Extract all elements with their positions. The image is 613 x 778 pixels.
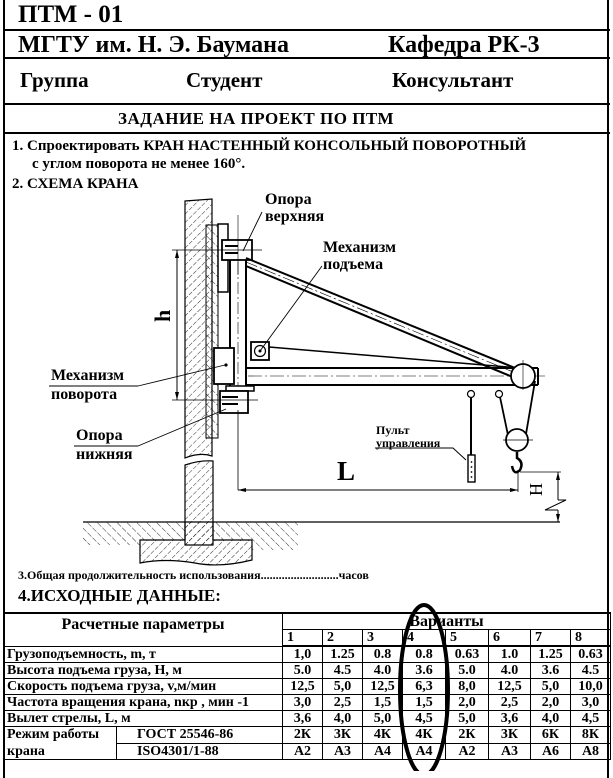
label-line: Опора: [265, 191, 312, 208]
mode-value: 3К: [322, 726, 363, 744]
department-name: Кафедра РК-3: [388, 32, 540, 58]
mode-value: 6К: [530, 726, 571, 744]
standard-name: ГОСТ 25546-86: [116, 726, 283, 744]
task-item-1: 1. Спроектировать КРАН НАСТЕННЫЙ КОНСОЛЬ…: [12, 138, 527, 154]
form-code: ПТМ - 01: [18, 1, 124, 28]
param-value: 2,5: [322, 694, 363, 711]
param-value: 4,5: [570, 710, 611, 727]
task-item-1-continued: с углом поворота не менее 160°.: [32, 156, 246, 172]
param-value: 4.0: [488, 662, 531, 679]
param-label: Скорость подъема груза, v,м/мин: [3, 678, 283, 695]
mode-value: 2К: [445, 726, 489, 744]
param-value: 12,5: [282, 678, 323, 695]
group-label: Группа: [20, 68, 89, 92]
mode-value: А4: [362, 742, 403, 760]
label-line: подъема: [323, 255, 384, 273]
mode-label: Режим работы крана: [3, 726, 117, 760]
param-value: 5,0: [362, 710, 403, 727]
param-value-highlighted: 3.6: [402, 662, 446, 679]
param-label: Высота подъема груза, H, м: [3, 662, 283, 679]
dimension-L-label: L: [337, 456, 356, 486]
param-value: 5,0: [445, 710, 489, 727]
label-line: Пульт: [376, 423, 410, 437]
control-pendant: [375, 389, 476, 483]
mode-value: А6: [530, 742, 571, 760]
label-line: управления: [376, 435, 441, 450]
param-value: 1.25: [322, 645, 363, 663]
jib-tie: [245, 257, 521, 379]
param-value: 10,0: [570, 678, 611, 695]
variant-number: 8: [570, 629, 611, 647]
crane-diagram: [49, 198, 567, 566]
label-lower-support: Опора нижняя: [76, 427, 133, 464]
param-value: 4.5: [322, 662, 363, 679]
divider: [3, 29, 610, 31]
label-upper-support: Опора верхняя: [265, 191, 325, 226]
label-line: нижняя: [76, 445, 133, 463]
parameters-table: Расчетные параметры Варианты 1 2 3 4 5 6…: [3, 612, 611, 760]
jib-boom: [246, 360, 545, 390]
param-value: 0.63: [570, 645, 611, 663]
label-hoist-mechanism: Механизм подъема: [323, 239, 396, 274]
param-value: 1.25: [530, 645, 571, 663]
divider: [3, 103, 610, 105]
dimension-L: [237, 410, 519, 492]
param-value: 3,0: [282, 694, 323, 711]
mode-label-line: Режим работы: [7, 727, 100, 742]
param-label: Грузоподъемность, m, т: [3, 645, 283, 663]
label-control-pendant: Пульт управления: [376, 424, 440, 449]
task-item-2: 2. СХЕМА КРАНА: [12, 176, 139, 192]
mode-value: 3К: [488, 726, 531, 744]
param-value: 3,6: [488, 710, 531, 727]
param-value: 2,5: [488, 694, 531, 711]
label-slew-mechanism: Механизм поворота: [51, 367, 124, 404]
variant-number: 3: [362, 629, 403, 647]
param-value: 3,6: [282, 710, 323, 727]
label-line: Механизм: [51, 367, 124, 384]
task-item-4: 4.ИСХОДНЫЕ ДАННЫЕ:: [18, 586, 221, 605]
mode-value: А2: [445, 742, 489, 760]
foundation: [83, 521, 560, 566]
university-name: МГТУ им. Н. Э. Баумана: [18, 32, 290, 58]
dimension-h: [175, 250, 179, 400]
mode-value: А8: [570, 742, 611, 760]
standard-name: ISO4301/1-88: [116, 742, 283, 760]
param-value: 4.5: [570, 662, 611, 679]
param-value-highlighted: 1,5: [402, 694, 446, 711]
lower-support: [172, 385, 258, 414]
page-frame: [3, 0, 609, 778]
mode-value: 8К: [570, 726, 611, 744]
divider: [3, 132, 610, 134]
param-label: Частота вращения крана, nкр , мин -1: [3, 694, 283, 711]
upper-support: [172, 215, 262, 293]
param-value: 8,0: [445, 678, 489, 695]
label-line: Механизм: [323, 239, 396, 256]
hook-block: [494, 380, 536, 474]
param-header: Расчетные параметры: [3, 612, 283, 647]
mode-value: А2: [282, 742, 323, 760]
assignment-title: ЗАДАНИЕ НА ПРОЕКТ ПО ПТМ: [118, 109, 395, 128]
task-item-3: 3.Общая продолжительность использования.…: [18, 568, 369, 582]
consultant-label: Консультант: [392, 68, 514, 92]
param-label: Вылет стрелы, L, м: [3, 710, 283, 727]
mode-label-line: крана: [7, 744, 45, 759]
label-line: Опора: [76, 427, 123, 444]
label-line: верхняя: [265, 207, 325, 225]
divider: [3, 57, 610, 59]
param-value: 0.8: [362, 645, 403, 663]
leader-lines: [49, 211, 323, 447]
variant-number: 2: [322, 629, 363, 647]
slew-mechanism: [213, 347, 235, 385]
student-label: Студент: [186, 68, 263, 92]
dimension-H: [520, 471, 567, 522]
param-value-highlighted: 6,3: [402, 678, 446, 695]
label-line: поворота: [51, 385, 118, 403]
